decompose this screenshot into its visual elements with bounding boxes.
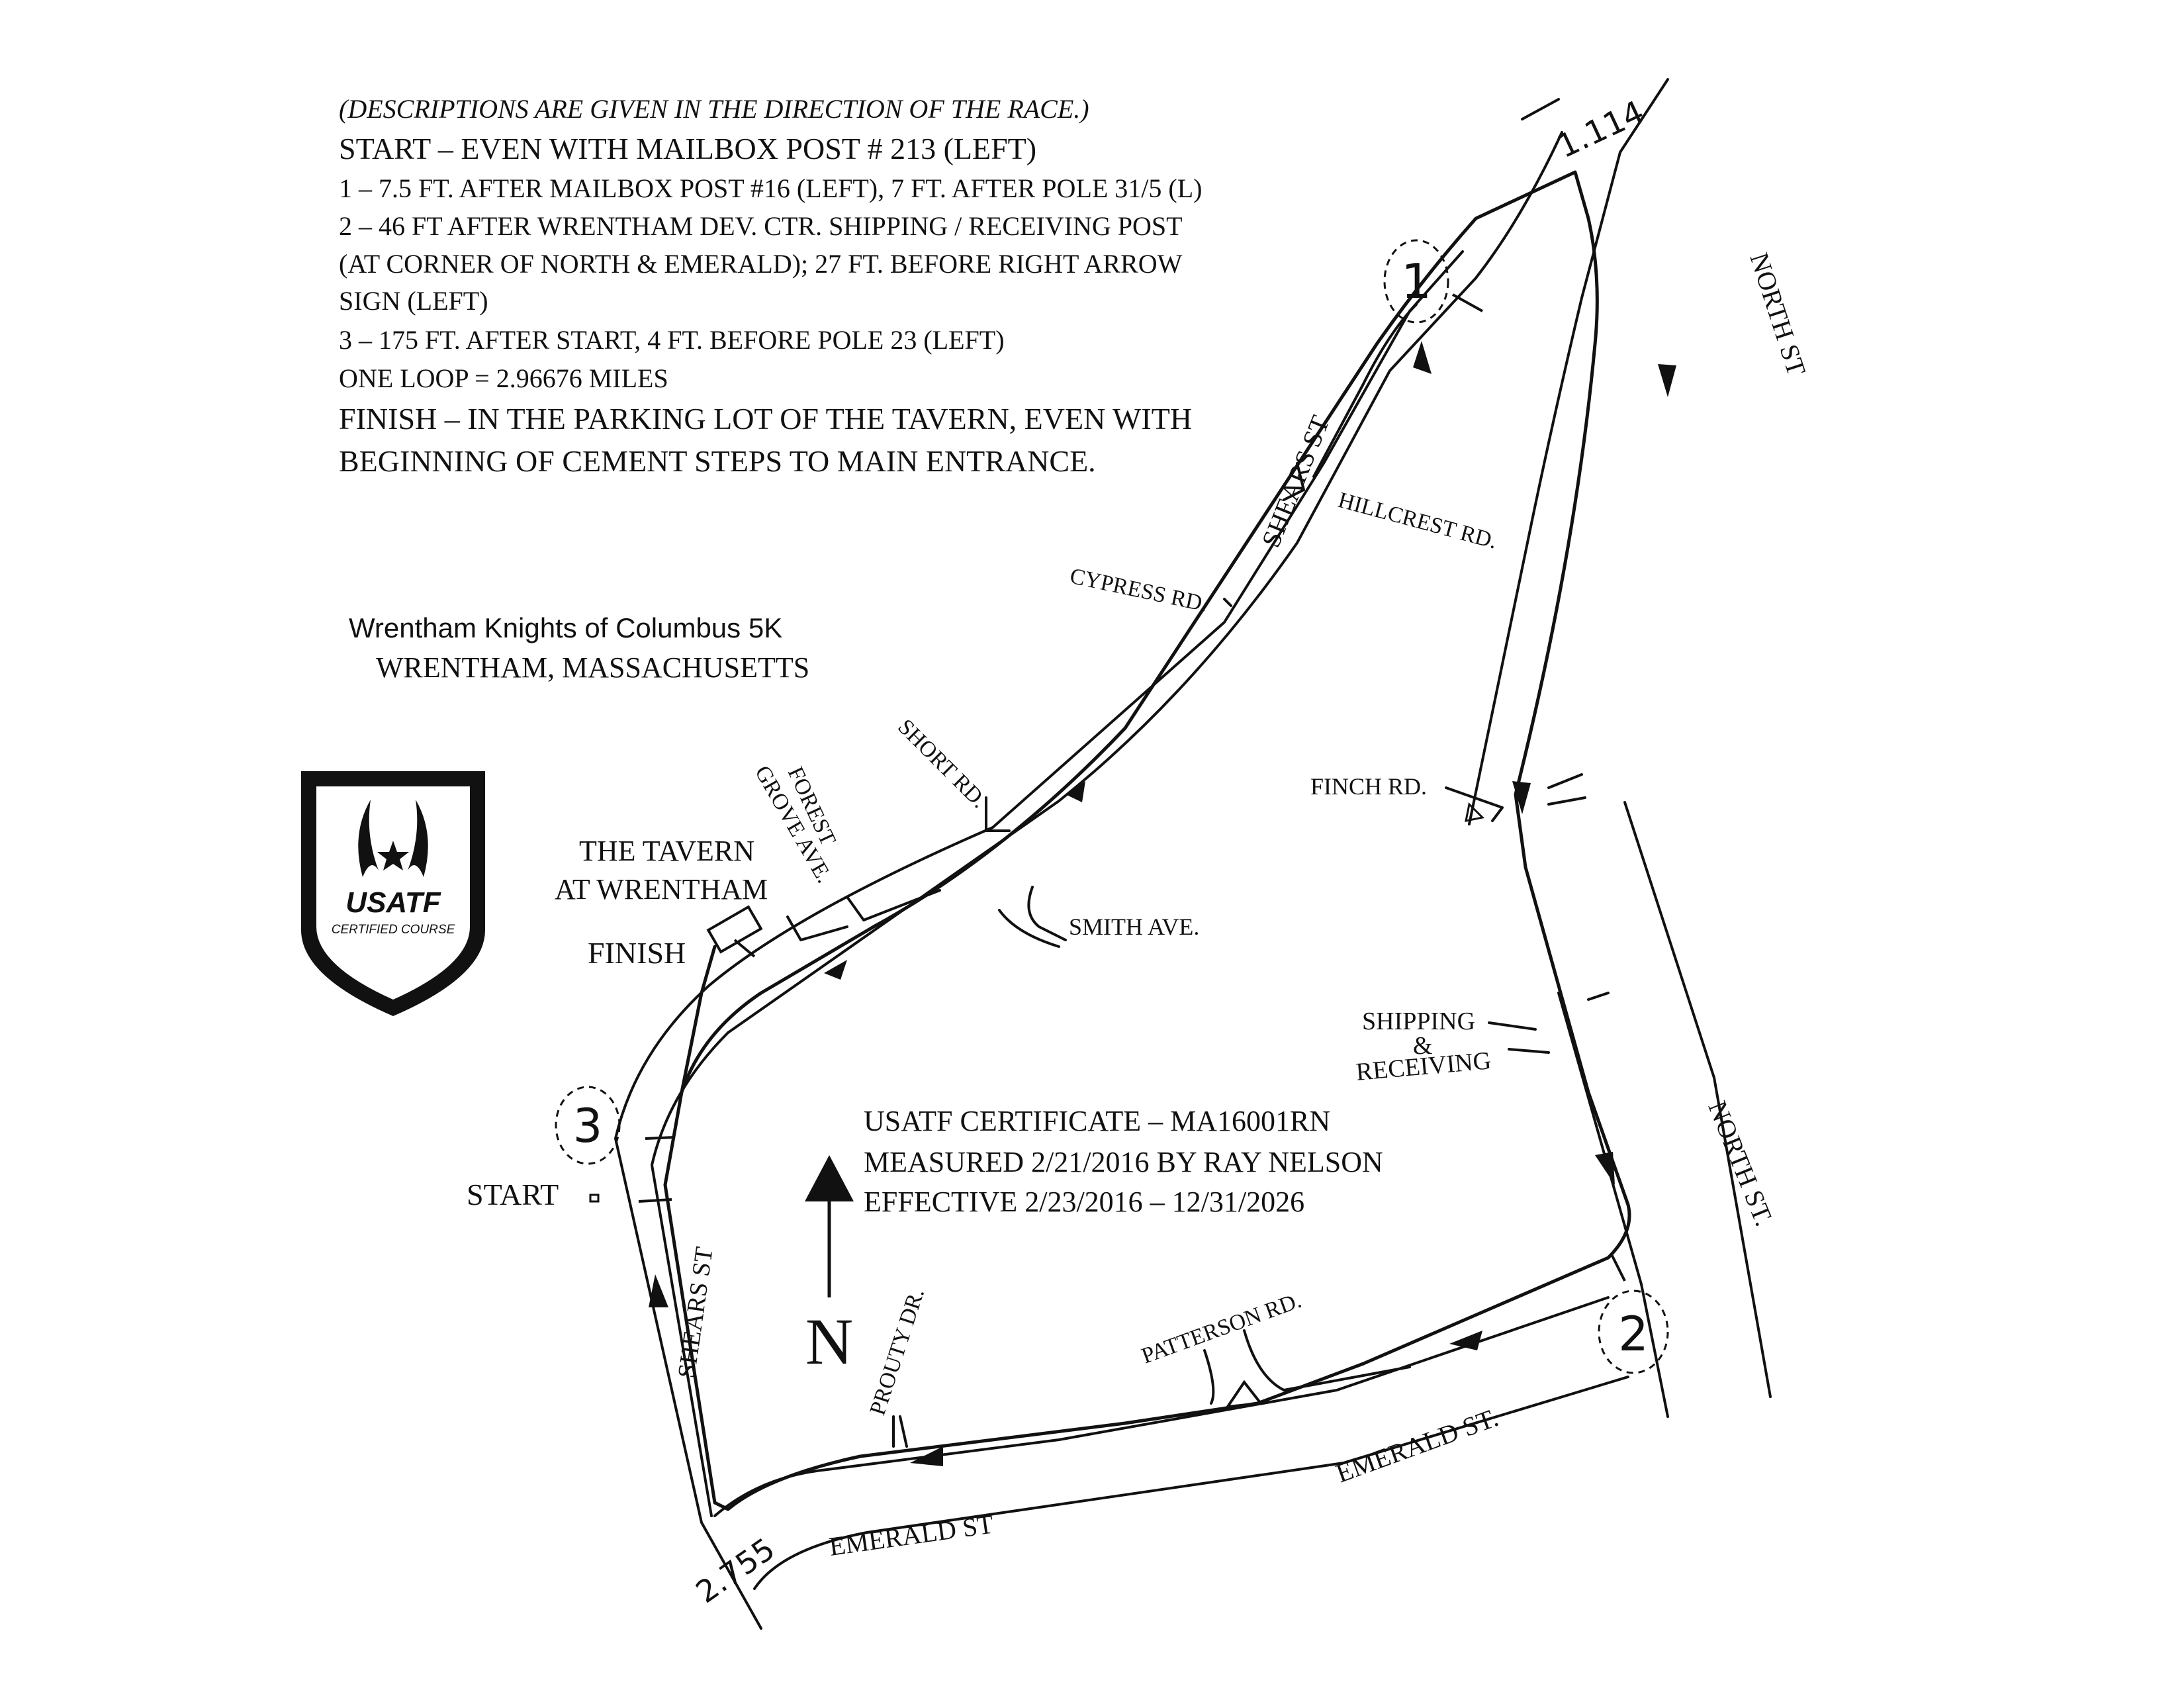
label-prouty-dr: PROUTY DR. bbox=[865, 1286, 929, 1419]
label-north-st-top: NORTH ST bbox=[1744, 249, 1811, 379]
arrow-down-icon bbox=[1595, 1152, 1615, 1185]
road-network bbox=[614, 78, 1772, 1630]
label-shipping: SHIPPING bbox=[1362, 1008, 1475, 1035]
distance-1114: 1.114 bbox=[1552, 93, 1650, 165]
split-marker-1: 1 bbox=[1383, 239, 1449, 324]
description-line-1: (DESCRIPTIONS ARE GIVEN IN THE DIRECTION… bbox=[339, 94, 1089, 124]
label-emerald-st-left: EMERALD ST bbox=[827, 1509, 995, 1562]
tavern-building bbox=[706, 905, 763, 954]
patterson-triangle bbox=[1224, 1380, 1263, 1409]
arrow-down-icon bbox=[1512, 781, 1531, 814]
finch-triangle bbox=[1465, 802, 1485, 822]
north-label: N bbox=[805, 1305, 853, 1378]
split-3-label: 3 bbox=[573, 1099, 603, 1153]
split-marker-2: 2 bbox=[1598, 1289, 1669, 1374]
label-finch-rd: FINCH RD. bbox=[1310, 773, 1427, 800]
label-short-rd: SHORT RD. bbox=[893, 714, 991, 813]
left-wing-icon bbox=[358, 800, 379, 877]
label-patterson-rd: PATTERSON RD. bbox=[1138, 1288, 1304, 1369]
label-tavern-1: THE TAVERN bbox=[579, 835, 754, 867]
arrow-left-icon bbox=[1449, 1331, 1482, 1350]
label-shears-st-bottom: SHEARS ST bbox=[672, 1245, 718, 1380]
label-emerald-st-right: EMERALD ST. bbox=[1332, 1402, 1502, 1488]
split-1-label: 1 bbox=[1401, 254, 1432, 309]
certificate-number: USATF CERTIFICATE – MA16001RN bbox=[864, 1105, 1330, 1137]
label-shears-st-top: SHEARS ST bbox=[1255, 411, 1335, 551]
race-name: Wrentham Knights of Columbus 5K bbox=[349, 612, 782, 643]
label-finish: FINISH bbox=[588, 936, 686, 970]
description-line-7: 3 – 175 FT. AFTER START, 4 FT. BEFORE PO… bbox=[339, 325, 1005, 355]
badge-brand: USATF bbox=[345, 886, 441, 919]
description-line-5: (AT CORNER OF NORTH & EMERALD); 27 FT. B… bbox=[339, 249, 1183, 279]
description-line-2: START – EVEN WITH MAILBOX POST # 213 (LE… bbox=[339, 132, 1036, 165]
arrow-up-icon bbox=[1066, 781, 1085, 802]
arrow-up-icon bbox=[824, 960, 847, 980]
description-line-6: SIGN (LEFT) bbox=[339, 286, 488, 316]
label-north-st-bottom: NORTH ST. bbox=[1702, 1097, 1779, 1230]
direction-arrows bbox=[649, 341, 1676, 1466]
race-route bbox=[663, 170, 1631, 1511]
description-line-9: FINISH – IN THE PARKING LOT OF THE TAVER… bbox=[339, 402, 1192, 436]
certificate-info: USATF CERTIFICATE – MA16001RN MEASURED 2… bbox=[864, 1105, 1383, 1218]
label-smith-ave: SMITH AVE. bbox=[1069, 914, 1199, 940]
label-amp: & bbox=[1413, 1032, 1433, 1060]
certificate-measured: MEASURED 2/21/2016 BY RAY NELSON bbox=[864, 1146, 1383, 1178]
label-start: START bbox=[467, 1178, 559, 1211]
certificate-effective: EFFECTIVE 2/23/2016 – 12/31/2026 bbox=[864, 1186, 1304, 1218]
arrow-up-icon bbox=[1413, 341, 1432, 374]
label-receiving: RECEIVING bbox=[1355, 1047, 1492, 1086]
course-description: (DESCRIPTIONS ARE GIVEN IN THE DIRECTION… bbox=[339, 94, 1203, 478]
arrow-left-icon bbox=[910, 1446, 943, 1466]
badge-subtitle: CERTIFIED COURSE bbox=[332, 923, 455, 937]
description-line-3: 1 – 7.5 FT. AFTER MAILBOX POST #16 (LEFT… bbox=[339, 173, 1203, 203]
arrow-down-icon bbox=[1658, 364, 1676, 397]
right-wing-icon bbox=[408, 800, 428, 877]
star-icon bbox=[377, 841, 409, 870]
label-tavern-2: AT WRENTHAM bbox=[555, 873, 768, 906]
label-hillcrest-rd: HILLCREST RD. bbox=[1336, 488, 1500, 554]
usatf-badge: USATF CERTIFIED COURSE bbox=[301, 771, 485, 1016]
start-marker bbox=[589, 1194, 600, 1203]
distance-2755: 2.755 bbox=[690, 1530, 782, 1610]
description-line-10: BEGINNING OF CEMENT STEPS TO MAIN ENTRAN… bbox=[339, 444, 1096, 478]
label-cypress-rd: CYPRESS RD. bbox=[1068, 564, 1210, 617]
split-2-label: 2 bbox=[1618, 1306, 1649, 1362]
arrow-up-icon bbox=[649, 1274, 668, 1307]
race-location: WRENTHAM, MASSACHUSETTS bbox=[376, 651, 809, 684]
description-line-8: ONE LOOP = 2.96676 MILES bbox=[339, 363, 668, 393]
split-marker-3: 3 bbox=[555, 1086, 621, 1165]
north-arrow: N bbox=[805, 1155, 854, 1378]
north-arrow-icon bbox=[805, 1155, 854, 1201]
description-line-4: 2 – 46 FT AFTER WRENTHAM DEV. CTR. SHIPP… bbox=[339, 211, 1183, 241]
